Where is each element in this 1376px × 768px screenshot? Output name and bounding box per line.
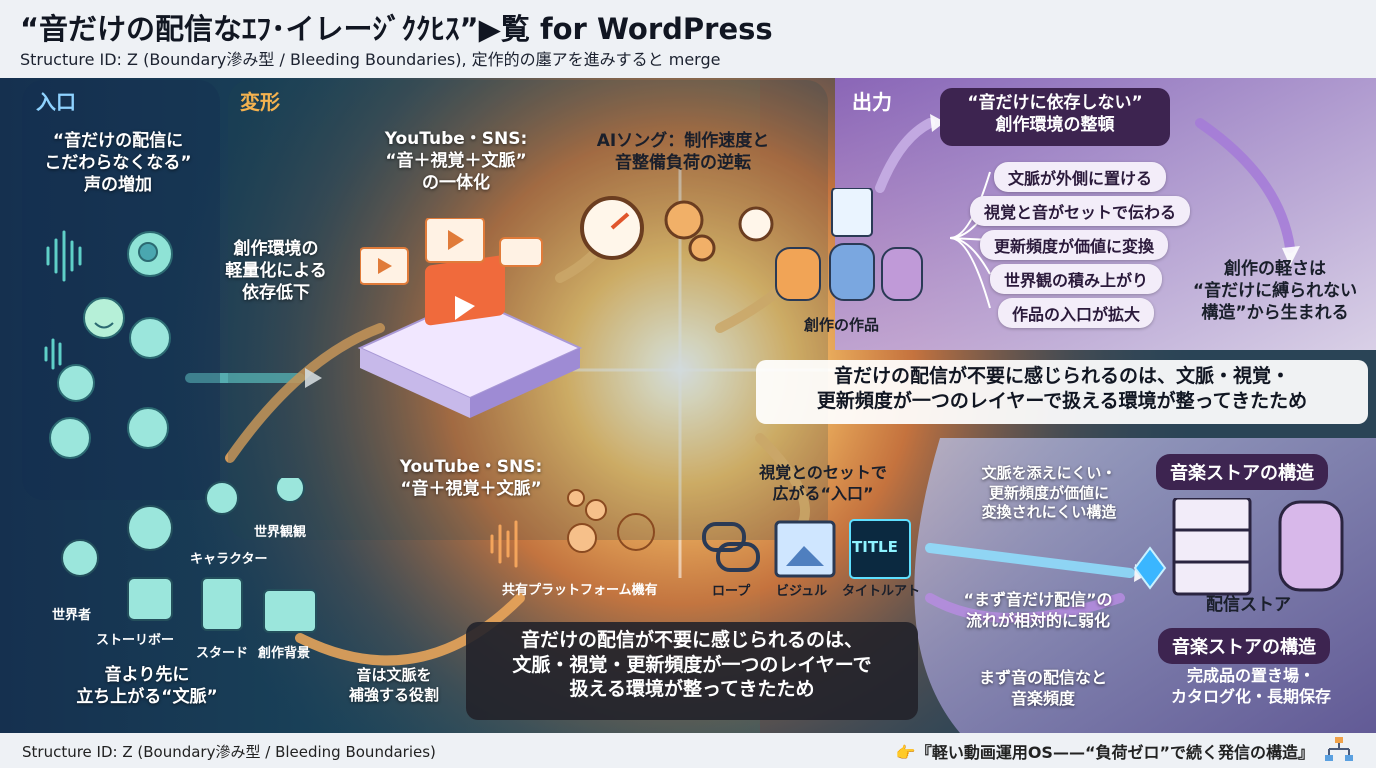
visual-label: ビジュル [776,584,828,599]
footer-bar [0,733,1376,768]
sound-wave-icon [44,338,62,370]
sound-wave-icon [490,520,518,568]
footer-series-link[interactable]: 👉『軽い動画運用OS——“負荷ゼロ”で続く発信の構造』 [895,743,1314,762]
document-icon [831,188,873,237]
output-top-text: “音だけに依存しない”創作環境の整頓 [967,93,1143,136]
play-window-icon [360,218,485,285]
store-label: 配信ストア [1206,595,1291,615]
smile-face-icon [83,297,125,339]
database-icon [1278,500,1344,592]
start-label: スタード [196,646,249,661]
transform-panel [228,80,828,540]
ai-song-label: AIソング：制作速度と音整備負荷の逆転 [596,131,770,174]
ai-icons [580,196,774,262]
gauge-icon [580,196,644,260]
image-icon [263,589,317,633]
store-note-3: まず音の配信なと音楽頻度 [978,668,1107,708]
visual-entry-label: 視覚とのセットで広がる“入口” [759,463,887,503]
role-label: 音は文脈を補強する役割 [348,666,439,704]
output-item: 作品の入口が拡大 [998,298,1155,328]
visual-entry-icons [702,519,911,579]
person-icon [49,317,171,459]
output-item: 文脈が外側に置ける [994,162,1167,192]
title-art-frame [849,519,911,579]
bg-label: 創作背景 [258,646,311,661]
output-item: 視覚と音がセットで伝わる [970,196,1191,226]
transform-top-label: YouTube・SNS:“音＋視覚＋文脈”の一体化 [384,129,528,194]
globe-icon [127,505,173,551]
output-item: 更新頻度が価値に変換 [980,230,1169,260]
page-subtitle: Structure ID: Z (Boundary滲み型 / Bleeding … [20,50,721,69]
person-icon [275,478,305,503]
transform-heading: 変形 [240,90,280,114]
output-side-note: 創作の軽さは“音だけに縛られない構造”から生まれる [1192,259,1358,324]
document-icon [201,577,243,631]
play-window-icon [425,255,505,326]
lightweight-label: 創作環境の軽量化による依存低下 [225,239,327,304]
output-heading: 出力 [852,90,892,114]
chat-bubble-icon [499,237,543,267]
title-art-label: タイトルアト [842,584,921,599]
input-icon-group [44,230,173,459]
center-banner [756,360,1368,424]
store-note-2: “まず音だけ配信”の流れが相対的に弱化 [963,590,1113,630]
bookshelf-icon [1172,498,1252,596]
rope-label: ロープ [712,584,751,599]
summary-box [466,622,918,720]
store-icons [1172,498,1344,596]
store-bottom-text: 完成品の置き場・カタログ化・長期保存 [1170,666,1331,706]
stopwatch-icon [738,206,774,242]
platform-label: 共有プラットフォーム機有 [502,583,658,598]
store-heading-secondary: 音楽ストアの構造 [1158,628,1330,664]
input-bottom-text: 音より先に立ち上がる“文脈” [76,665,218,708]
chain-link-icon [702,522,760,572]
sound-wave-icon [46,230,82,282]
character-label: キャラクター [190,552,268,567]
story-label: ストーリボー [96,633,175,648]
works-label: 創作の作品 [804,316,880,334]
world-person-label: 世界者 [52,608,92,623]
person-icon [61,539,99,577]
works-icons [775,188,923,301]
store-note-1: 文脈を添えにくい・更新頻度が価値に変換されにくい構造 [981,464,1117,521]
database-icon [775,243,923,301]
platform-cluster-icons [490,489,655,568]
transform-mid-label: YouTube・SNS:“音＋視覚＋文脈” [399,457,543,500]
footer-structure-id: Structure ID: Z (Boundary滲み型 / Bleeding … [22,743,436,761]
person-icon [205,481,239,515]
title-art-text: TITLE [852,538,898,556]
output-item: 世界観の積み上がり [990,264,1163,294]
page-title: “音だけの配信なｴﾌ･イレーｼﾞｸｸﾋｽ”▶覧 for WordPress [20,12,773,46]
head-brain-icon [127,231,173,277]
platform-illustration [357,255,583,418]
context-icon-group [61,478,317,633]
gear-icon [664,200,716,262]
input-lead-text: “音だけの配信にこだわらなくなる”声の増加 [44,131,192,196]
world-label: 世界観観 [254,525,307,540]
globe-icon [127,577,173,621]
header-bar [0,0,1376,78]
summary-box-text: 音だけの配信が不要に感じられるのは、文脈・視覚・更新頻度が一つのレイヤーで扱える… [512,629,872,701]
store-heading: 音楽ストアの構造 [1156,454,1328,490]
org-chart-icon [1325,737,1353,761]
image-icon [774,520,836,578]
output-top-box [940,88,1170,146]
center-banner-text: 音だけの配信が不要に感じられるのは、文脈・視覚・更新頻度が一つのレイヤーで扱える… [816,365,1308,412]
diagram-canvas: 入口 変形 出力 “音だけの配信にこだわらなくなる”声の増加 キャラクター 世界… [0,78,1376,733]
media-icons [360,218,543,285]
input-heading: 入口 [36,90,76,114]
